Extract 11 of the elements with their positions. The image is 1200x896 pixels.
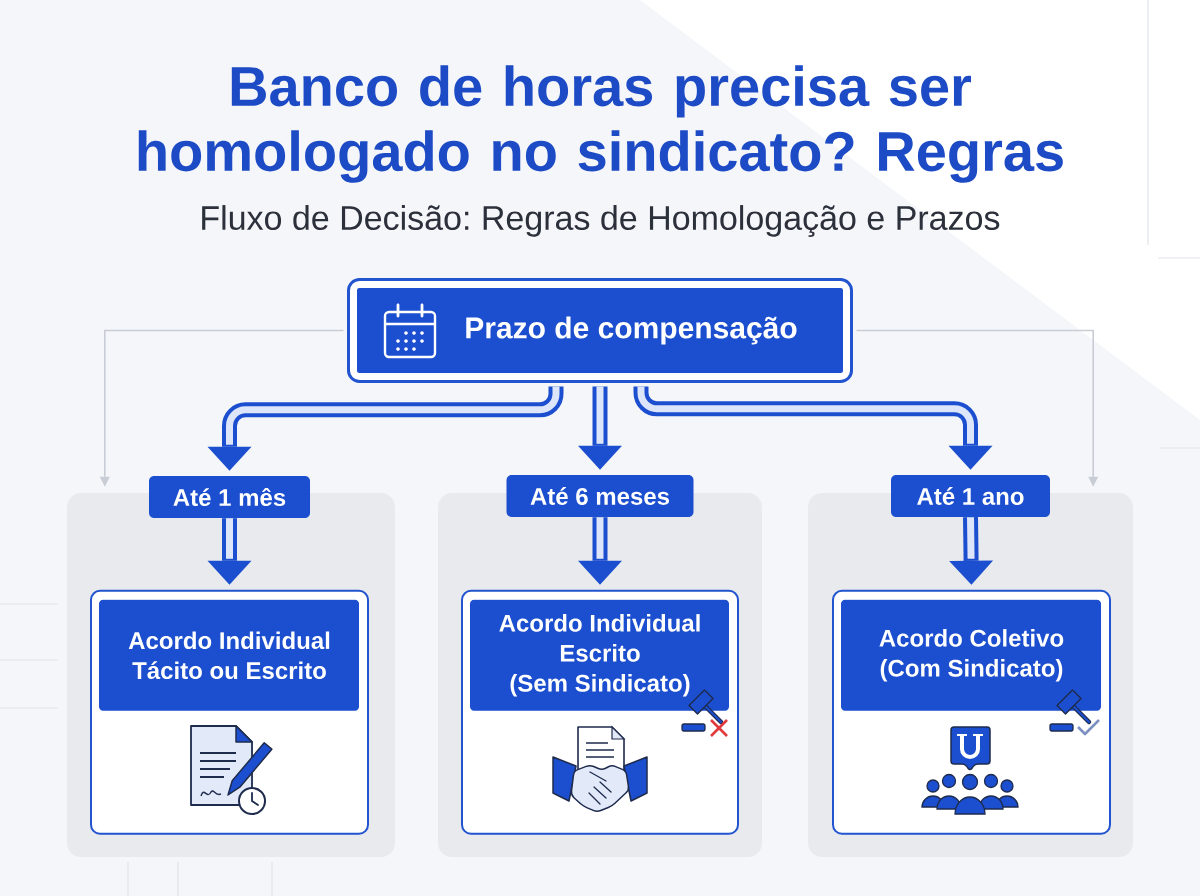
badge: Até 1 mês [149,476,310,518]
arrow [99,329,345,487]
arrow [207,386,564,471]
card: Acordo Individual Escrito (Sem Sindicato) [461,589,739,835]
badge: Até 6 meses [506,475,694,517]
badge: Até 1 ano [891,475,1050,517]
subtitle: Fluxo de Decisão: Regras de Homologação e Prazos [202,205,1000,237]
card: Acordo Individual Tácito ou Escrito [90,589,369,835]
card: Acordo Coletivo (Com Sindicato) [832,589,1111,835]
title: Banco de horas precisa ser homologado no sindicato? Regras [138,65,1063,183]
arrow [578,386,622,470]
